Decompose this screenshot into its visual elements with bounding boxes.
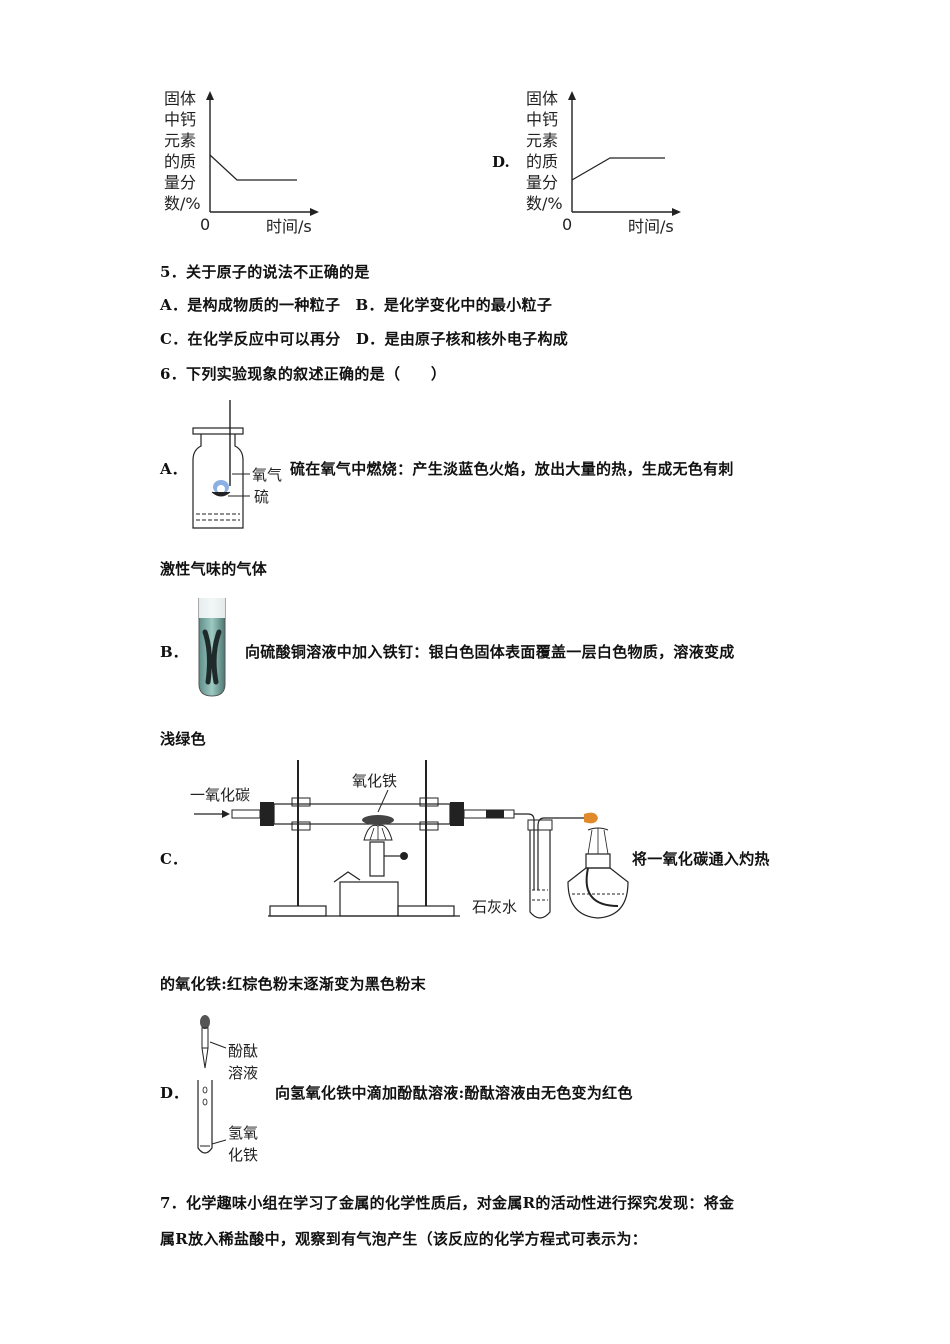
- q5-stem: 5．关于原子的说法不正确的是: [160, 263, 370, 281]
- graph-left-origin: 0: [200, 215, 211, 234]
- q6-option-b-label: B．: [160, 643, 188, 661]
- q6-option-d-text: 向氢氧化铁中滴加酚酞溶液:酚酞溶液由无色变为红色: [275, 1084, 633, 1102]
- q5-options-line1: A．是构成物质的一种粒子 B．是化学变化中的最小粒子: [160, 296, 553, 314]
- graph-right: 固体 中钙 元素 的质 量分 数/% 0 时间/s: [522, 85, 692, 236]
- graph-right-ylabel: 固体 中钙 元素 的质 量分 数/%: [526, 88, 566, 214]
- graph-right-xlabel: 时间/s: [628, 217, 674, 236]
- q6-stem: 6．下列实验现象的叙述正确的是（ ）: [160, 365, 447, 383]
- ylabel-line: 中钙: [526, 110, 559, 129]
- q7-line2: 属R放入稀盐酸中，观察到有气泡产生（该反应的化学方程式可表示为：: [160, 1230, 648, 1248]
- q6-option-a-text: 硫在氧气中燃烧：产生淡蓝色火焰，放出大量的热，生成无色有刺: [290, 460, 734, 478]
- ylabel-line: 的质: [164, 152, 197, 171]
- ylabel-line: 量分: [526, 173, 559, 192]
- q6-option-c-label: C．: [160, 850, 187, 868]
- graph-left-axes: [206, 91, 319, 216]
- q5-options-line2: C．在化学反应中可以再分 D．是由原子核和核外电子构成: [160, 330, 569, 348]
- fe2o3-label: 氧化铁: [352, 772, 397, 790]
- graph-right-origin: 0: [562, 215, 573, 234]
- q6-option-a-label: A．: [160, 460, 187, 478]
- hydroxide-label-2: 化铁: [228, 1146, 258, 1164]
- q6-option-c-text: 将一氧化碳通入灼热: [632, 850, 770, 868]
- ylabel-line: 元素: [526, 131, 559, 150]
- q6-option-a-cont: 激性气味的气体: [160, 560, 268, 578]
- ylabel-line: 固体: [526, 89, 559, 108]
- graph-right-axes: [568, 91, 681, 216]
- co-label: 一氧化碳: [190, 786, 250, 804]
- ylabel-line: 中钙: [164, 110, 197, 129]
- oxygen-label: 氧气: [252, 466, 282, 484]
- ylabel-line: 数/%: [526, 194, 563, 213]
- q7-line1: 7．化学趣味小组在学习了金属的化学性质后，对金属R的活动性进行探究发现：将金: [160, 1194, 735, 1212]
- q6-option-d-label: D．: [160, 1084, 189, 1102]
- ylabel-line: 量分: [164, 173, 197, 192]
- graph-left-xlabel: 时间/s: [266, 217, 312, 236]
- co-reduction-apparatus-figure: 一氧化碳 氧化铁 石灰水: [190, 760, 629, 919]
- q6-option-c-cont: 的氧化铁:红棕色粉末逐渐变为黑色粉末: [160, 975, 426, 993]
- ylabel-line: 的质: [526, 152, 559, 171]
- graph-left: 固体 中钙 元素 的质 量分 数/% 0 时间/s: [160, 85, 330, 236]
- q6-option-b-text: 向硫酸铜溶液中加入铁钉：银白色固体表面覆盖一层白色物质，溶液变成: [245, 643, 735, 661]
- q6-option-b-cont: 浅绿色: [160, 730, 206, 748]
- iron-nail-test-tube-figure: [198, 598, 226, 697]
- graph-right-curve: [571, 157, 665, 181]
- phenolphthalein-dropper-figure: 酚酞 溶液 氢氧 化铁: [197, 1015, 258, 1164]
- ylabel-line: 固体: [164, 89, 197, 108]
- sulfur-label: 硫: [254, 488, 269, 506]
- graph-right-option-label: D.: [492, 153, 510, 171]
- sulfur-combustion-figure: 氧气 硫: [192, 400, 282, 529]
- graph-left-ylabel: 固体 中钙 元素 的质 量分 数/%: [164, 88, 204, 214]
- phenol-label-2: 溶液: [228, 1064, 258, 1082]
- ylabel-line: 数/%: [164, 194, 201, 213]
- ylabel-line: 元素: [164, 131, 197, 150]
- phenol-label-1: 酚酞: [228, 1042, 258, 1060]
- hydroxide-label-1: 氢氧: [228, 1124, 258, 1142]
- limewater-label: 石灰水: [472, 898, 517, 916]
- graph-left-curve: [209, 154, 297, 181]
